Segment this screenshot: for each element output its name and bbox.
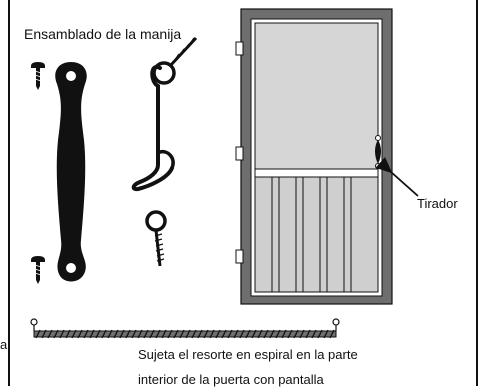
screen-door-icon bbox=[235, 8, 393, 305]
screw-eye-icon bbox=[145, 210, 167, 267]
page-frame bbox=[8, 0, 478, 386]
edge-mark: a bbox=[0, 337, 8, 352]
hook-and-eye-icon bbox=[131, 36, 198, 192]
door-pull-handle-icon bbox=[55, 62, 87, 282]
spring-caption-line-1: Sujeta el resorte en espiral en la parte bbox=[138, 347, 358, 362]
arrow-icon bbox=[375, 157, 419, 197]
assembly-title: Ensamblado de la manija bbox=[24, 26, 182, 42]
handle-callout-label: Tirador bbox=[417, 196, 458, 211]
screw-icon bbox=[31, 62, 45, 90]
spring-caption-line-2: interior de la puerta con pantalla bbox=[138, 372, 324, 387]
spring-icon bbox=[30, 318, 340, 339]
screw-icon bbox=[31, 256, 45, 284]
